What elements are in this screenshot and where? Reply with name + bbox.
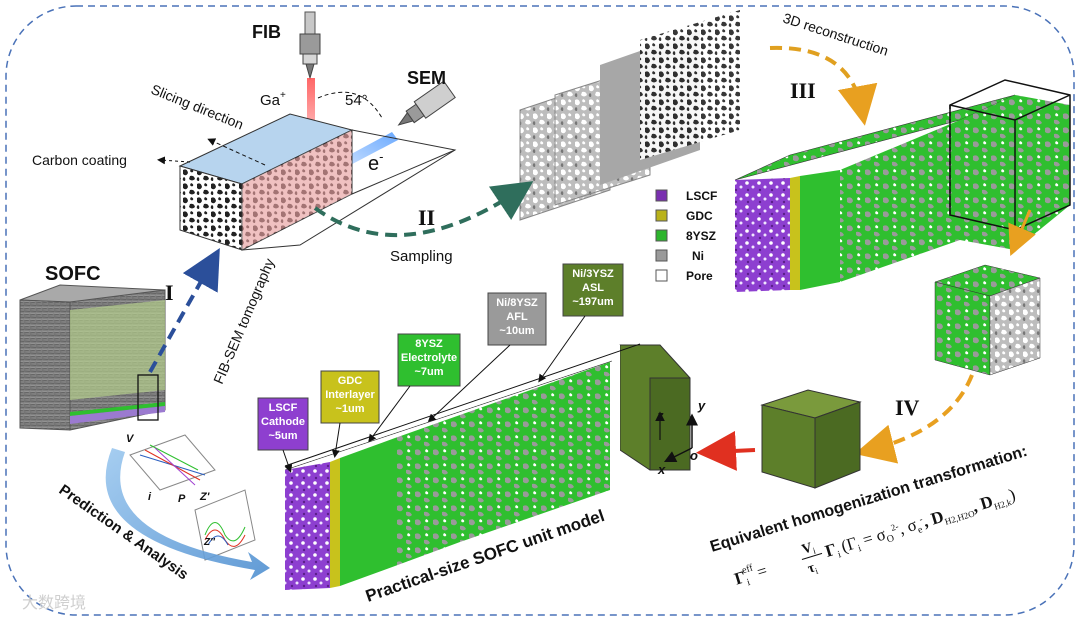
legend-swatch bbox=[655, 269, 668, 282]
stage-i-label: I bbox=[165, 280, 174, 305]
homogenized-cube bbox=[760, 389, 862, 489]
layer-box-gdc: GDC Interlayer ~1um bbox=[320, 370, 380, 424]
fib-sem-setup bbox=[157, 11, 457, 251]
prediction-plots bbox=[129, 434, 256, 561]
dimension-line bbox=[284, 343, 641, 467]
arrow-prediction-analysis bbox=[105, 448, 270, 580]
coordinate-axes bbox=[655, 411, 698, 463]
layer-box-afl: Ni/8YSZ AFL ~10um bbox=[487, 292, 547, 346]
axis-z1-label: Z' bbox=[199, 491, 210, 503]
layer-box-line1: GDC bbox=[338, 375, 363, 387]
sem-column bbox=[397, 80, 456, 126]
legend-item-pore: Pore bbox=[655, 269, 713, 283]
axis-z2-label: Z'' bbox=[203, 537, 215, 548]
small-porous-cube bbox=[934, 264, 1041, 376]
fib-column bbox=[304, 11, 316, 35]
legend-label: LSCF bbox=[686, 189, 717, 203]
arrow-fib-sem-tomography bbox=[148, 248, 220, 373]
layer-box-line3: ~197um bbox=[572, 296, 613, 308]
layer-box-asl: Ni/3YSZ ASL ~197um bbox=[562, 263, 624, 317]
equation-text: Γieff= bbox=[731, 559, 770, 592]
layer-box-line3: ~1um bbox=[335, 403, 364, 415]
axis-x-label: x bbox=[657, 462, 666, 477]
stage-iii-label: III bbox=[790, 78, 816, 103]
layer-box-line1: 8YSZ bbox=[415, 338, 443, 350]
layer-box-line3: ~5um bbox=[268, 430, 297, 442]
axis-p-label: P bbox=[178, 493, 186, 505]
layer-box-line2: AFL bbox=[506, 311, 528, 323]
arrow-homogenization bbox=[854, 374, 974, 464]
legend-item-ni: Ni bbox=[655, 249, 704, 263]
layer-box-line1: Ni/3YSZ bbox=[572, 268, 614, 280]
axis-y-label: y bbox=[697, 398, 706, 413]
legend-swatch bbox=[655, 249, 668, 262]
layer-box-line3: ~10um bbox=[499, 325, 534, 337]
legend-label: GDC bbox=[686, 209, 713, 223]
legend: LSCF GDC 8YSZ Ni Pore bbox=[655, 189, 717, 283]
layer-box-line3: ~7um bbox=[414, 366, 443, 378]
layer-leader-lines bbox=[282, 315, 586, 473]
carbon-coating-label: Carbon coating bbox=[32, 152, 127, 168]
reconstructed-volume bbox=[734, 79, 1071, 292]
fib-sem-tomography-label: FIB-SEM tomography bbox=[210, 256, 277, 386]
cube-selection-box bbox=[949, 79, 1071, 231]
axis-v-label: V bbox=[126, 433, 135, 445]
layer-box-line2: Cathode bbox=[261, 416, 305, 428]
legend-item-gdc: GDC bbox=[655, 209, 713, 223]
axis-z-label: z bbox=[656, 408, 664, 423]
sem-label: SEM bbox=[407, 68, 446, 88]
electron-label: e- bbox=[368, 149, 383, 175]
recon-label: 3D reconstruction bbox=[781, 10, 890, 59]
legend-item-8ysz: 8YSZ bbox=[655, 229, 716, 243]
layer-box-line2: Interlayer bbox=[325, 389, 375, 401]
arrow-to-unit-model bbox=[696, 430, 756, 471]
angle-arc bbox=[317, 91, 383, 119]
sampled-slices bbox=[519, 10, 740, 221]
watermark: 大数跨境 bbox=[22, 593, 86, 612]
layer-box-8ysz: 8YSZ Electrolyte ~7um bbox=[397, 333, 461, 387]
unit-model bbox=[284, 340, 691, 590]
dashed-frame bbox=[5, 5, 1075, 616]
legend-swatch bbox=[655, 189, 668, 202]
slicing-direction-label: Slicing direction bbox=[149, 81, 246, 133]
stage-ii-label: II bbox=[418, 205, 435, 230]
equation-denominator: τi bbox=[806, 560, 820, 578]
axis-o-label: o bbox=[690, 448, 698, 463]
legend-label: 8YSZ bbox=[686, 229, 716, 243]
axis-i-label: i bbox=[148, 491, 152, 503]
stage-iv-label: IV bbox=[895, 395, 920, 420]
legend-item-lscf: LSCF bbox=[655, 189, 717, 203]
angle-label: 54° bbox=[345, 92, 368, 109]
arrow-to-small-cube bbox=[1008, 209, 1036, 257]
fib-label: FIB bbox=[252, 22, 281, 42]
legend-label: Pore bbox=[686, 269, 713, 283]
sofc-block bbox=[19, 284, 166, 431]
legend-label: Ni bbox=[692, 249, 704, 263]
layer-box-line1: LSCF bbox=[269, 402, 298, 414]
sofc-label: SOFC bbox=[45, 263, 101, 285]
layer-box-line2: ASL bbox=[582, 282, 604, 294]
equation-numerator: Vi bbox=[800, 540, 817, 559]
layer-box-line2: Electrolyte bbox=[401, 352, 457, 364]
layer-box-line1: Ni/8YSZ bbox=[496, 297, 538, 309]
sampling-label: Sampling bbox=[390, 248, 453, 265]
arrow-3d-reconstruction bbox=[769, 45, 878, 126]
sofc-sample-box bbox=[137, 374, 159, 421]
ga-label: Ga+ bbox=[260, 90, 286, 109]
arrow-sampling bbox=[313, 181, 534, 238]
layer-box-lscf: LSCF Cathode ~5um bbox=[257, 397, 309, 451]
legend-swatch bbox=[655, 209, 668, 222]
legend-swatch bbox=[655, 229, 668, 242]
